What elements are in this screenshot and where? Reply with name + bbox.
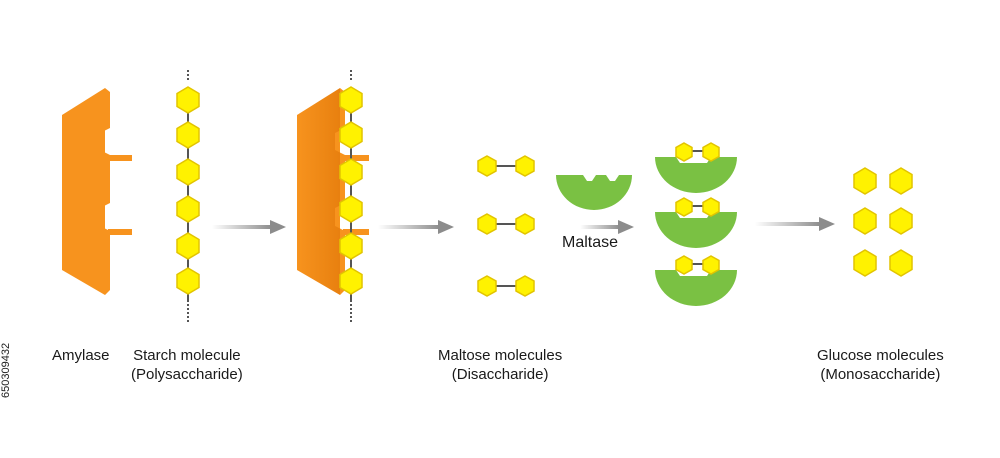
maltase-complex <box>655 142 737 193</box>
maltose-label-line1: Maltose molecules <box>438 347 563 364</box>
glucose-unit <box>339 232 363 260</box>
glucose-molecule <box>889 207 913 235</box>
starch-molecule <box>176 70 200 322</box>
starch-label-line2: (Polysaccharide) <box>131 366 243 383</box>
maltose-molecule <box>477 213 535 235</box>
maltase-maltose-complexes <box>655 142 737 306</box>
glucose-unit <box>339 267 363 295</box>
maltase-label-text: Maltase <box>562 234 619 251</box>
amylase-enzyme <box>62 88 132 295</box>
glucose-unit <box>339 121 363 149</box>
maltose-molecule <box>477 275 535 297</box>
maltase-complex <box>655 197 737 248</box>
glucose-unit <box>176 195 200 223</box>
glucose-label-line1: Glucose molecules <box>817 347 944 364</box>
amylase-label-text: Amylase <box>52 347 110 364</box>
maltose-molecule <box>477 155 535 177</box>
glucose-molecule <box>853 207 877 235</box>
maltose-molecules <box>477 155 535 297</box>
watermark-id: 650309432 <box>0 342 12 398</box>
glucose-unit <box>339 158 363 186</box>
glucose-label: Glucose molecules (Monosaccharide) <box>817 346 944 384</box>
arrow-3 <box>580 220 634 234</box>
glucose-molecules <box>853 167 913 277</box>
glucose-molecule <box>853 249 877 277</box>
maltase-enzyme <box>556 175 632 210</box>
glucose-unit <box>176 158 200 186</box>
glucose-unit <box>339 195 363 223</box>
glucose-unit <box>176 86 200 114</box>
glucose-unit <box>176 121 200 149</box>
glucose-unit <box>176 232 200 260</box>
maltase-label: Maltase <box>562 233 618 252</box>
glucose-unit <box>339 86 363 114</box>
starch-label-line1: Starch molecule <box>133 347 241 364</box>
glucose-unit <box>176 267 200 295</box>
glucose-molecule <box>889 249 913 277</box>
glucose-molecule <box>853 167 877 195</box>
arrow-4 <box>755 217 835 231</box>
amylase-starch-complex <box>297 70 369 322</box>
maltase-complex <box>655 255 737 306</box>
starch-label: Starch molecule (Polysaccharide) <box>131 346 243 384</box>
arrow-2 <box>378 220 454 234</box>
glucose-label-line2: (Monosaccharide) <box>820 366 941 383</box>
amylase-label: Amylase <box>52 346 110 365</box>
arrow-1 <box>212 220 286 234</box>
maltose-label-line2: (Disaccharide) <box>451 366 549 383</box>
maltose-label: Maltose molecules (Disaccharide) <box>438 346 562 384</box>
glucose-molecule <box>889 167 913 195</box>
